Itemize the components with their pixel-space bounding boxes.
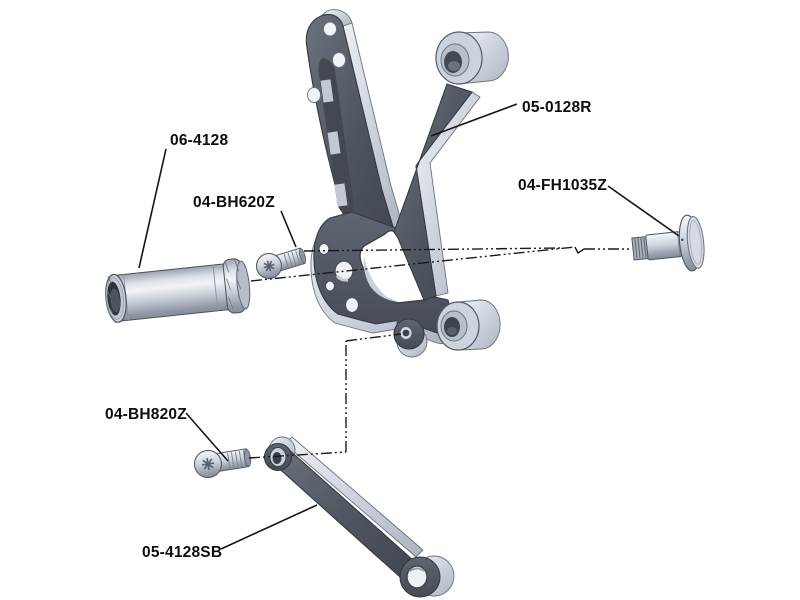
bracket-plate-hole-3 [307,87,321,103]
leader-screw-820 [185,412,229,462]
spacer-body [111,263,231,323]
screw-820-torx [201,457,215,471]
part-main-bracket [305,9,509,358]
screw-620-torx [263,260,275,272]
leader-lines [138,103,680,550]
part-labels: 06-4128 04-BH620Z 05-0128R 04-FH1035Z 04… [105,99,607,561]
leader-link-arm [220,504,318,550]
label-link-arm: 05-4128SB [142,544,222,561]
label-spacer: 06-4128 [170,132,228,149]
label-flange-bolt: 04-FH1035Z [518,177,607,194]
centerline-main-axis [250,246,576,282]
bracket-flange-hole-medium [344,296,360,314]
bracket-plate-hole-1 [323,21,337,37]
label-screw-820: 04-BH820Z [105,406,187,423]
leader-spacer [138,148,167,269]
bracket-plate-hole-2 [332,52,346,68]
link-arm-bar [272,447,415,578]
centerline-screw620-axis [303,247,561,252]
leader-flange-bolt [607,185,680,237]
bolt-shank [645,231,683,261]
bracket-flange-hole-small-mid [324,280,336,292]
centerline-link-diagonal [345,333,402,342]
leader-screw-620 [280,210,297,248]
centerline-jog [574,246,585,255]
part-button-head-screw-820 [193,448,252,479]
part-flange-head-bolt [631,214,705,272]
part-spacer [105,258,251,323]
bracket-window-inner-wall [363,256,398,302]
part-link-arm [263,436,455,598]
centerline-screw820-axis [248,451,347,459]
bracket-flange-hole-small-top [318,242,330,256]
centerlines [248,246,631,459]
label-bracket: 05-0128R [522,99,592,116]
label-screw-620: 04-BH620Z [193,194,275,211]
part-button-head-screw-620 [255,247,307,280]
bracket-right-arm-face [393,83,473,301]
leader-bracket [430,103,518,137]
link-arm-bottom-hole [406,565,428,589]
